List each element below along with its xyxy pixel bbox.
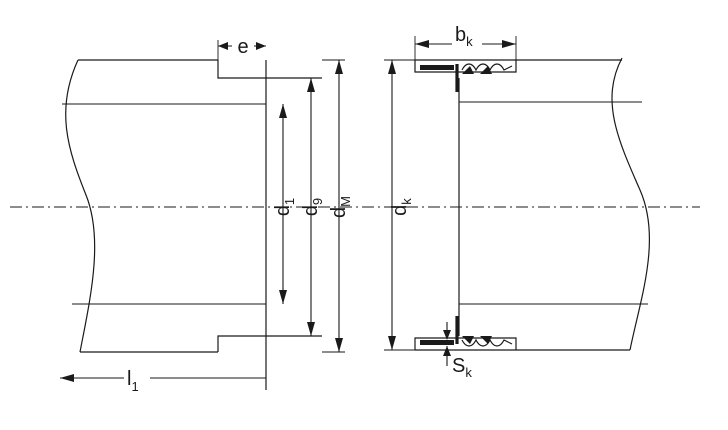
socket-step-bottom	[217, 335, 322, 352]
dM-arrow-top	[335, 60, 343, 74]
Sk-arrow-bottom	[443, 346, 451, 356]
seal-bottom	[420, 316, 513, 347]
seal-bottom-lip	[462, 336, 492, 344]
socket-step-top	[217, 60, 322, 79]
l1-arrow	[60, 374, 74, 382]
seal-top	[420, 63, 513, 92]
d1-arrow-bottom	[279, 290, 287, 304]
label-l1: l1	[127, 368, 139, 394]
bk-arrow-left	[415, 40, 429, 48]
label-bk: bk	[455, 24, 473, 49]
bk-label-bg	[452, 26, 482, 52]
bk-arrow-right	[502, 40, 516, 48]
break-line-right	[611, 57, 650, 351]
dimension-l1: l1	[60, 362, 266, 394]
dimension-d1: d1	[272, 104, 297, 304]
dimension-dM: dM	[322, 59, 353, 353]
seal-top-lip	[462, 66, 492, 74]
seal-bottom-band	[420, 340, 454, 345]
label-e: e	[237, 36, 248, 58]
seal-top-band	[420, 65, 454, 70]
dk-arrow-bottom	[388, 336, 396, 350]
Sk-arrow-top	[443, 330, 451, 340]
d9-arrow-top	[307, 78, 315, 92]
dimension-bk: bk	[414, 24, 517, 60]
dM-arrow-bottom	[335, 338, 343, 352]
e-label-bg	[232, 34, 254, 56]
label-dk: dk	[389, 198, 414, 216]
e-arrow-right	[256, 42, 266, 50]
label-d9: d9	[300, 198, 325, 216]
seal-top-profile	[461, 63, 513, 72]
dk-arrow-top	[388, 60, 396, 74]
l1-label-bg	[124, 362, 150, 392]
dimension-Sk: Sk	[443, 322, 472, 380]
dimension-dk: dk	[384, 59, 415, 351]
pipe-end-left	[62, 59, 322, 390]
pipe-coupling-right	[414, 57, 650, 351]
d9-arrow-bottom	[307, 322, 315, 336]
label-d1: d1	[272, 198, 297, 216]
seal-bottom-profile	[461, 338, 513, 347]
dimension-d9: d9	[300, 78, 325, 336]
d1-arrow-top	[279, 104, 287, 118]
label-dM: dM	[328, 196, 353, 218]
label-Sk: Sk	[452, 355, 472, 380]
e-arrow-left	[218, 42, 228, 50]
dimension-e: e	[217, 34, 266, 60]
